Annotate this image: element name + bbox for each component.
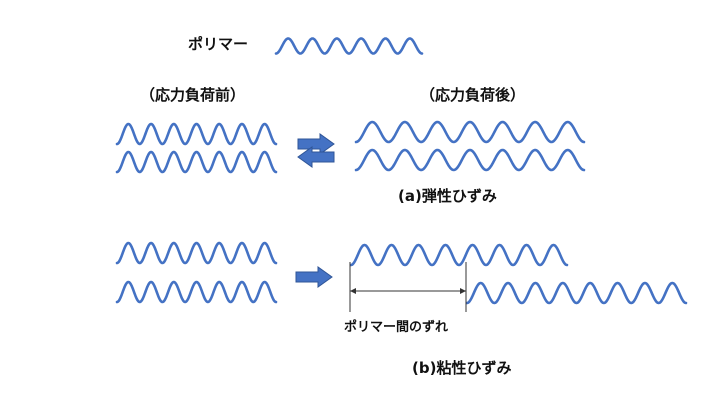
- arrow-left-icon: [297, 146, 335, 168]
- viscous-before-wave-top: [115, 241, 278, 265]
- viscous-before-wave-bottom: [115, 280, 278, 304]
- viscous-after-wave-bottom: [465, 281, 688, 305]
- elastic-before-wave-top: [115, 122, 278, 146]
- viscous-after-wave-top: [349, 243, 569, 267]
- elastic-after-wave-top: [354, 120, 586, 144]
- before-load-heading: （応力負荷前）: [140, 86, 245, 104]
- arrow-right-icon: [295, 266, 333, 288]
- elastic-strain-label: (a)弾性ひずみ: [398, 187, 497, 205]
- elastic-after-wave-bottom: [354, 148, 586, 172]
- polymer-label: ポリマー: [188, 35, 248, 53]
- viscous-strain-label: (b)粘性ひずみ: [412, 359, 511, 377]
- slip-arrowhead-left: [350, 288, 356, 294]
- elastic-before-wave-bottom: [115, 150, 278, 174]
- slip-arrowhead-right: [460, 288, 466, 294]
- arrow-right-icon: [297, 133, 335, 155]
- polymer-slip-label: ポリマー間のずれ: [344, 319, 448, 335]
- polymer-legend-wave: [274, 37, 424, 55]
- after-load-heading: （応力負荷後）: [420, 86, 525, 104]
